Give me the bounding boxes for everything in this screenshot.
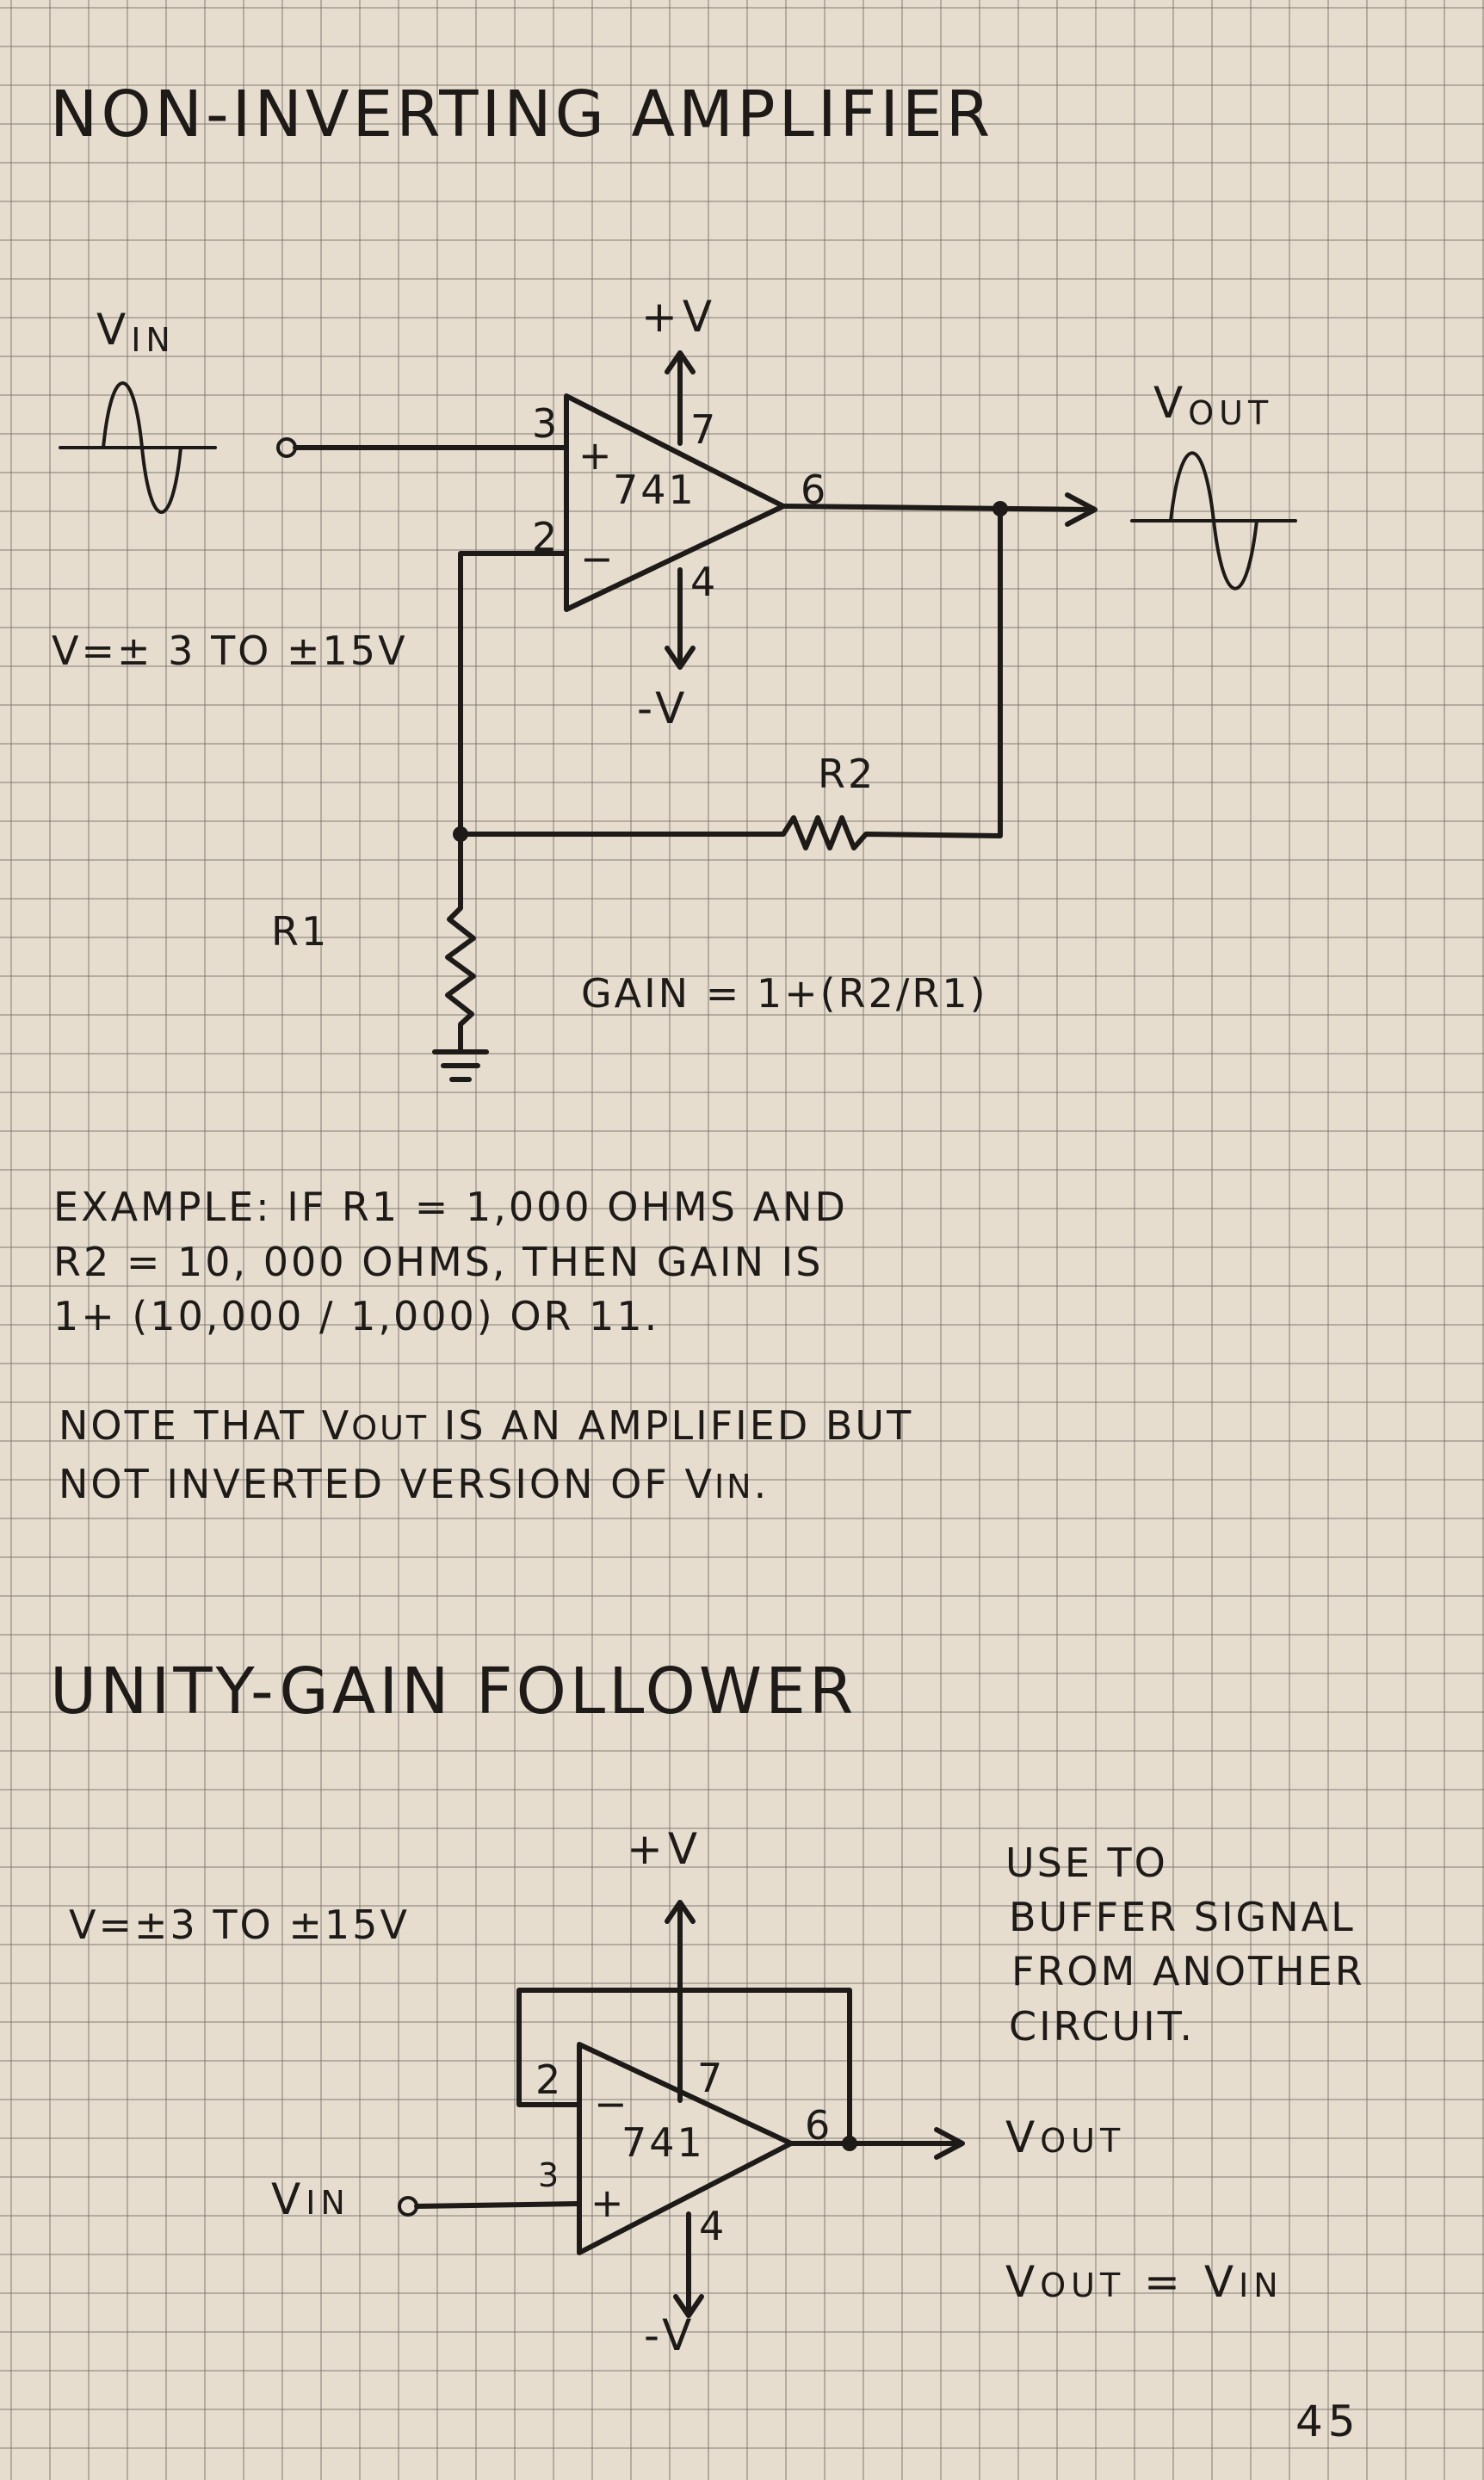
vout-label-2: VOUT — [1005, 2112, 1125, 2162]
example-line-1: EXAMPLE: IF R1 = 1,000 OHMS AND — [53, 1184, 848, 1230]
example-line-2: R2 = 10, 000 OHMS, THEN GAIN IS — [53, 1239, 823, 1285]
example-line-3: 1+ (10,000 / 1,000) OR 11. — [53, 1293, 659, 1339]
chip-label-2: 741 — [621, 2119, 705, 2166]
gain-formula: GAIN = 1+(R2/R1) — [581, 970, 988, 1017]
noninverting-sign-2: + — [591, 2180, 627, 2226]
pin-7-label: 7 — [690, 406, 718, 453]
pin-4-label: 4 — [690, 559, 718, 605]
opamp-triangle-2 — [577, 2042, 794, 2255]
note-line-2: NOT INVERTED VERSION OF VIN. — [59, 1461, 769, 1507]
vout-equals-vin: VOUT = VIN — [1005, 2257, 1283, 2307]
usage-line-2: BUFFER SIGNAL — [1009, 1894, 1356, 1940]
r1-resistor — [445, 832, 476, 1054]
noninverting-sign: + — [578, 432, 615, 479]
pin-3-label-2: 3 — [538, 2156, 559, 2194]
pin-3-label: 3 — [532, 400, 560, 447]
inverting-sign-2: − — [594, 2081, 630, 2127]
minus-v-label-2: -V — [644, 2310, 696, 2360]
page-number: 45 — [1295, 2397, 1361, 2446]
note-line-1: NOTE THAT VOUT IS AN AMPLIFIED BUT — [59, 1402, 913, 1449]
usage-line-4: CIRCUIT. — [1009, 2003, 1195, 2050]
usage-line-1: USE TO — [1005, 1840, 1168, 1886]
plus-v-label: +V — [641, 292, 717, 342]
vin-label: VIN — [96, 305, 176, 359]
output-wire — [781, 492, 1098, 527]
pin-4-label-2: 4 — [699, 2203, 727, 2249]
supply-range-text-2: V=±3 TO ±15V — [69, 1902, 410, 1948]
input-sine-wave-icon — [59, 381, 217, 514]
plus-v-label-2: +V — [627, 1824, 702, 1874]
supply-range-text: V=± 3 TO ±15V — [52, 628, 408, 674]
section-title-non-inverting: NON-INVERTING AMPLIFIER — [50, 77, 993, 152]
negative-supply-wire-2 — [673, 2211, 704, 2318]
output-wire-2 — [788, 2127, 965, 2160]
pin-7-label-2: 7 — [697, 2055, 725, 2101]
opamp-triangle-1 — [564, 393, 786, 612]
section-title-unity-gain: UNITY-GAIN FOLLOWER — [50, 1654, 856, 1729]
chip-label: 741 — [613, 467, 696, 513]
feedback-loop-wire — [516, 1988, 852, 2146]
output-sine-wave-icon — [1130, 451, 1297, 591]
input-wire-2 — [414, 2201, 582, 2209]
negative-supply-wire — [665, 567, 696, 670]
pin-2-label-2: 2 — [535, 2056, 563, 2103]
usage-line-3: FROM ANOTHER — [1011, 1948, 1365, 1995]
vin-label-2: VIN — [271, 2174, 350, 2224]
r1-label: R1 — [271, 908, 329, 955]
r2-label: R2 — [818, 751, 875, 797]
output-node-2 — [842, 2136, 857, 2151]
vout-label: VOUT — [1153, 378, 1273, 432]
positive-supply-wire — [665, 350, 696, 446]
inverting-sign: − — [580, 535, 616, 582]
positive-supply-wire-2 — [665, 1900, 696, 2103]
ground-icon — [432, 1049, 489, 1082]
minus-v-label: -V — [637, 683, 689, 733]
